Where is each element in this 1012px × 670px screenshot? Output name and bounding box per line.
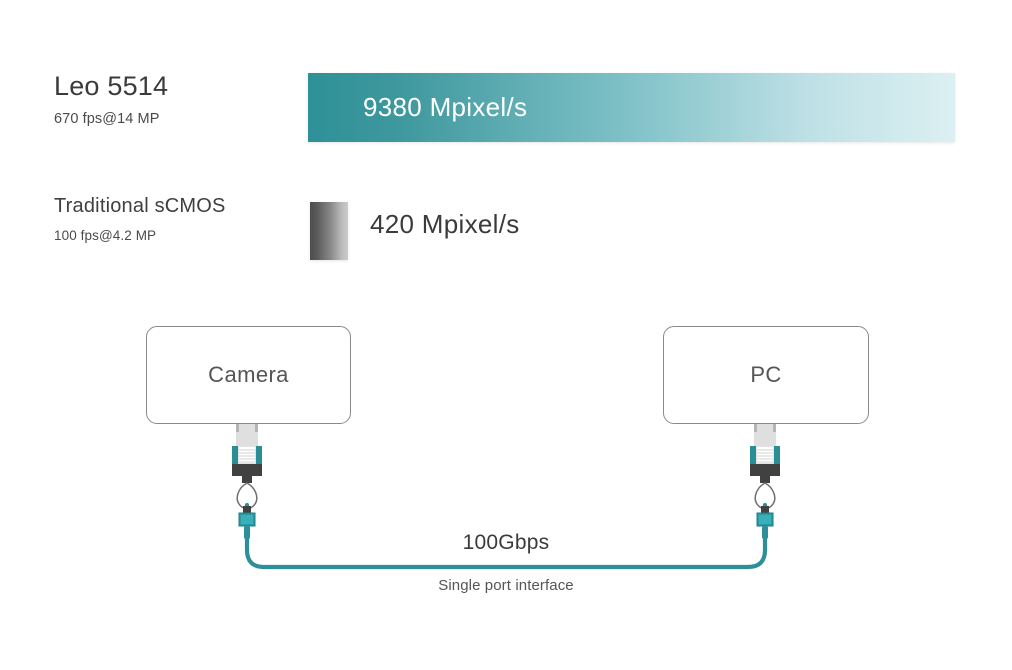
throughput-bar-scmos: [310, 202, 348, 260]
product-name: Traditional sCMOS: [54, 195, 226, 217]
link-caption-label: Single port interface: [438, 577, 574, 594]
throughput-bar-leo: 9380 Mpixel/s: [308, 73, 955, 142]
throughput-value-leo: 9380 Mpixel/s: [363, 92, 528, 122]
product-spec: 100 fps@4.2 MP: [54, 228, 157, 243]
product-name: Leo 5514: [54, 71, 169, 101]
node-label: Camera: [208, 362, 289, 387]
product-spec: 670 fps@14 MP: [54, 110, 160, 127]
node-box-pc[interactable]: PC: [663, 326, 869, 424]
throughput-value-scmos: 420 Mpixel/s: [370, 209, 520, 239]
link-speed-label: 100Gbps: [462, 531, 550, 554]
connector-pc: [750, 424, 780, 539]
node-label: PC: [750, 362, 782, 387]
product-label-scmos: Traditional sCMOS 100 fps@4.2 MP: [54, 195, 226, 244]
connector-camera: [232, 424, 262, 539]
product-label-leo: Leo 5514 670 fps@14 MP: [54, 71, 169, 128]
node-box-camera[interactable]: Camera: [146, 326, 351, 424]
